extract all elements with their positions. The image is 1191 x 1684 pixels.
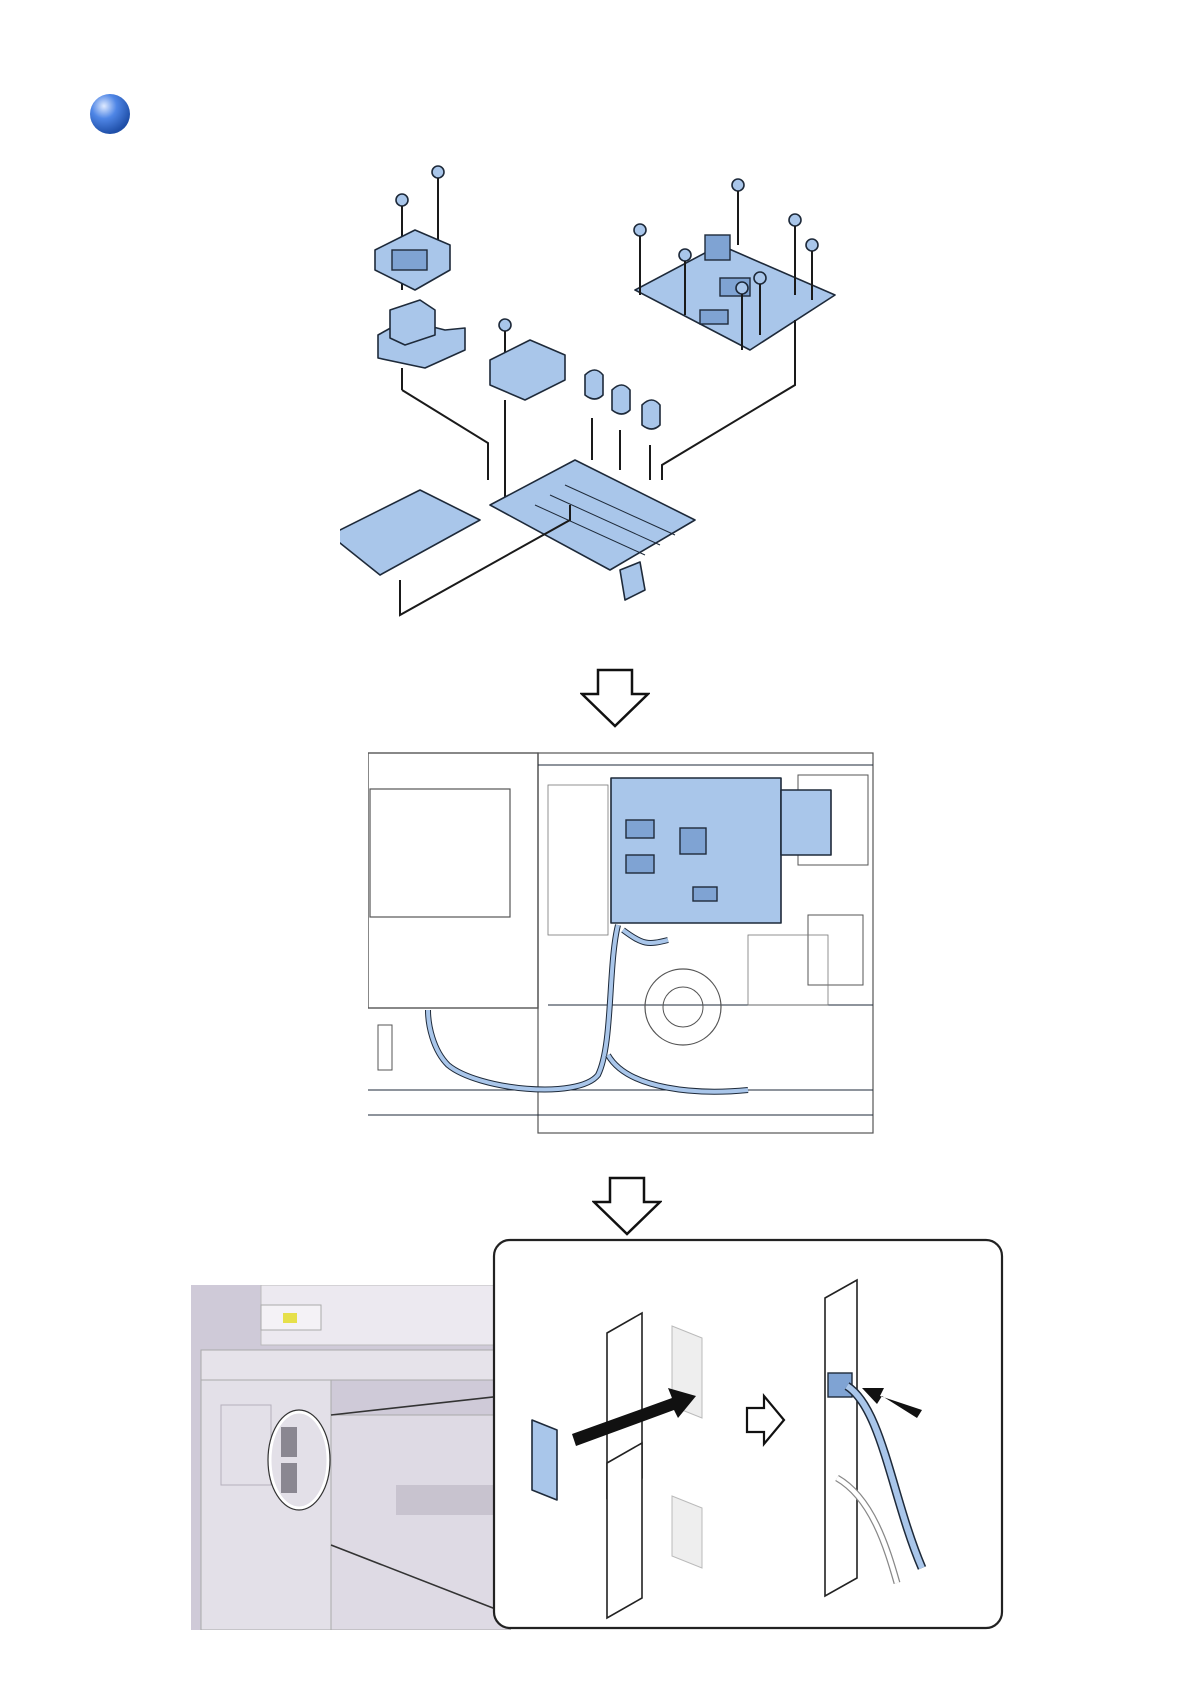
machine-photo [191,1285,511,1630]
interface-card [532,1420,557,1500]
cable-clip [612,385,630,414]
clamp-bracket [490,340,565,400]
base-plate [490,460,695,600]
flow-arrow-icon [592,1176,662,1236]
flow-arrow-icon [580,668,650,728]
main-controller-board [635,235,835,350]
exploded-assembly-diagram [340,160,900,660]
interface-block [378,300,465,368]
cover-sheet [340,490,480,575]
cable-clip [585,370,603,399]
cable-clip [642,400,660,429]
step-marker-icon [88,92,132,136]
installed-board-view [368,745,878,1145]
connection-callout [492,1238,1005,1631]
screw-icon [732,179,744,245]
